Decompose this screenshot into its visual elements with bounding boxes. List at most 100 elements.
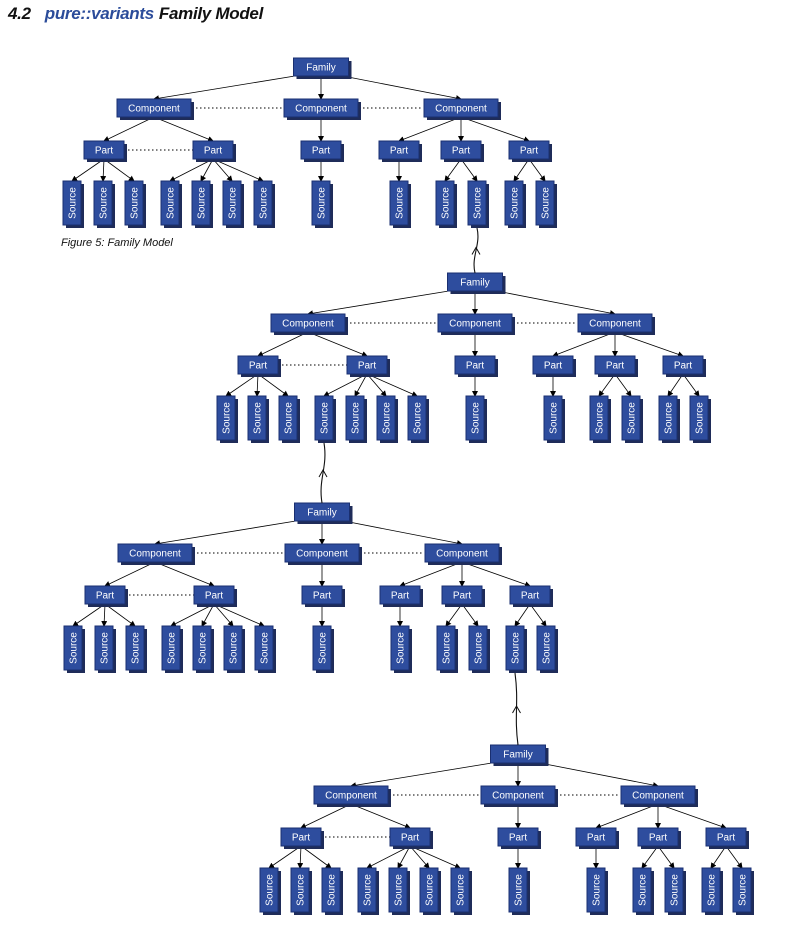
tree-2-part-node-label: Part: [249, 361, 268, 372]
tree-1-source-node-label: Source: [317, 187, 328, 219]
tree-3-source-node: [223, 625, 243, 671]
tree-1-source-node: [253, 180, 273, 226]
tree-3-part-node: [193, 585, 235, 605]
tree-4-source-node-label: Source: [265, 874, 276, 906]
tree-4-component-node-label: Component: [492, 791, 544, 802]
tree-3-edge: [170, 603, 215, 627]
tree-3-edge: [213, 603, 265, 627]
tree-1-source-node-label: Source: [228, 187, 239, 219]
tree-1-source-node: [222, 180, 242, 226]
tree-4-source-node-label: Source: [296, 874, 307, 906]
tree-2-source-node: [278, 395, 298, 441]
tree-1-part-node-label: Part: [204, 146, 223, 157]
tree-3-part-node: [379, 585, 421, 605]
tree-2-edge: [225, 373, 259, 397]
tree-3-source-node: [312, 625, 332, 671]
tree-1-source-node: [435, 180, 455, 226]
tree-1-part-node-label: Part: [452, 146, 471, 157]
tree-4-edge: [657, 803, 727, 830]
tree-4-source-node-label: Source: [327, 874, 338, 906]
tree-4-component-node: [313, 785, 389, 805]
tree-1-source-node: [191, 180, 211, 226]
tree-1-source-node-label: Source: [541, 187, 552, 219]
section-number: 4.2: [8, 4, 31, 23]
tree-3-edge: [461, 561, 531, 588]
tree-1-edge: [103, 158, 135, 182]
tree-4-source-node-label: Source: [425, 874, 436, 906]
tree-2-edge: [323, 373, 368, 397]
tree-3-part-node: [441, 585, 483, 605]
tree-4-part-node: [637, 827, 679, 847]
tree-2-source-node-label: Source: [471, 402, 482, 434]
tree-1-edge: [513, 158, 530, 182]
nesting-link-3: [514, 672, 519, 746]
tree-3-source-node-label: Source: [229, 632, 240, 664]
tree-3-source-node: [436, 625, 456, 671]
tree-3-source-node: [536, 625, 556, 671]
tree-1-part-node-label: Part: [95, 146, 114, 157]
tree-3-edge: [72, 603, 106, 627]
tree-1-part-node-label: Part: [520, 146, 539, 157]
tree-4-edge: [297, 845, 304, 869]
tree-4-part-node: [280, 827, 322, 847]
tree-2-edge: [614, 373, 632, 397]
tree-4-component-node-label: Component: [632, 791, 684, 802]
tree-2-source-node: [247, 395, 267, 441]
tree-4-part-node: [389, 827, 431, 847]
tree-1-edge: [153, 74, 302, 102]
tree-1-source-node-label: Source: [473, 187, 484, 219]
tree-4-edge: [641, 845, 659, 869]
tree-1-source-node: [160, 180, 180, 226]
tree-4-edge: [725, 845, 743, 869]
tree-1-component-node-label: Component: [435, 104, 487, 115]
tree-2-source-node-label: Source: [595, 402, 606, 434]
tree-2-part-node-label: Part: [466, 361, 485, 372]
tree-4-source-node-label: Source: [738, 874, 749, 906]
tree-1-edge: [200, 158, 214, 182]
tree-3-source-node-label: Source: [474, 632, 485, 664]
tree-1-source-node: [124, 180, 144, 226]
tree-4-source-node-label: Source: [394, 874, 405, 906]
tree-2-edge: [667, 373, 684, 397]
tree-2-source-node-label: Source: [320, 402, 331, 434]
tree-3-component-node-label: Component: [296, 549, 348, 560]
tree-1-edge: [103, 116, 155, 142]
tree-4-edge: [300, 803, 352, 829]
tree-1-component-node-label: Component: [295, 104, 347, 115]
tree-2-edge: [366, 373, 387, 397]
tree-1-part-node-label: Part: [312, 146, 331, 157]
tree-4-source-node: [357, 867, 377, 913]
tree-3-source-node-label: Source: [69, 632, 80, 664]
tree-4-source-node: [586, 867, 606, 913]
tree-3-part-node-label: Part: [391, 591, 410, 602]
tree-4-source-node-label: Source: [363, 874, 374, 906]
tree-4-edge: [710, 845, 727, 869]
tree-3-source-node-label: Source: [131, 632, 142, 664]
tree-2-part-node-label: Part: [674, 361, 693, 372]
tree-3-component-node: [424, 543, 500, 563]
tree-2-component-node: [577, 313, 653, 333]
tree-4-source-node: [388, 867, 408, 913]
tree-3-source-node-label: Source: [318, 632, 329, 664]
tree-3-component-node-label: Component: [129, 549, 181, 560]
tree-2-family-node-label: Family: [460, 278, 489, 289]
tree-4-part-node: [575, 827, 617, 847]
tree-4-part-node: [705, 827, 747, 847]
tree-2-edge: [354, 373, 368, 397]
tree-3-source-node-label: Source: [511, 632, 522, 664]
tree-4-component-node: [480, 785, 556, 805]
tree-3-part-node-label: Part: [313, 591, 332, 602]
tree-1-source-node: [535, 180, 555, 226]
tree-1-edge: [398, 116, 462, 142]
tree-4-edge: [409, 845, 461, 869]
tree-1-part-node-label: Part: [390, 146, 409, 157]
tree-1-edge: [528, 158, 546, 182]
tree-3-edge: [101, 603, 108, 627]
tree-1-edge: [169, 158, 214, 182]
tree-2-edge: [614, 331, 684, 358]
tree-1-edge: [153, 116, 214, 142]
tree-1-source-node-label: Source: [441, 187, 452, 219]
tree-3-edge: [399, 561, 463, 587]
tree-3-source-node: [94, 625, 114, 671]
tree-3-edge: [104, 561, 156, 587]
